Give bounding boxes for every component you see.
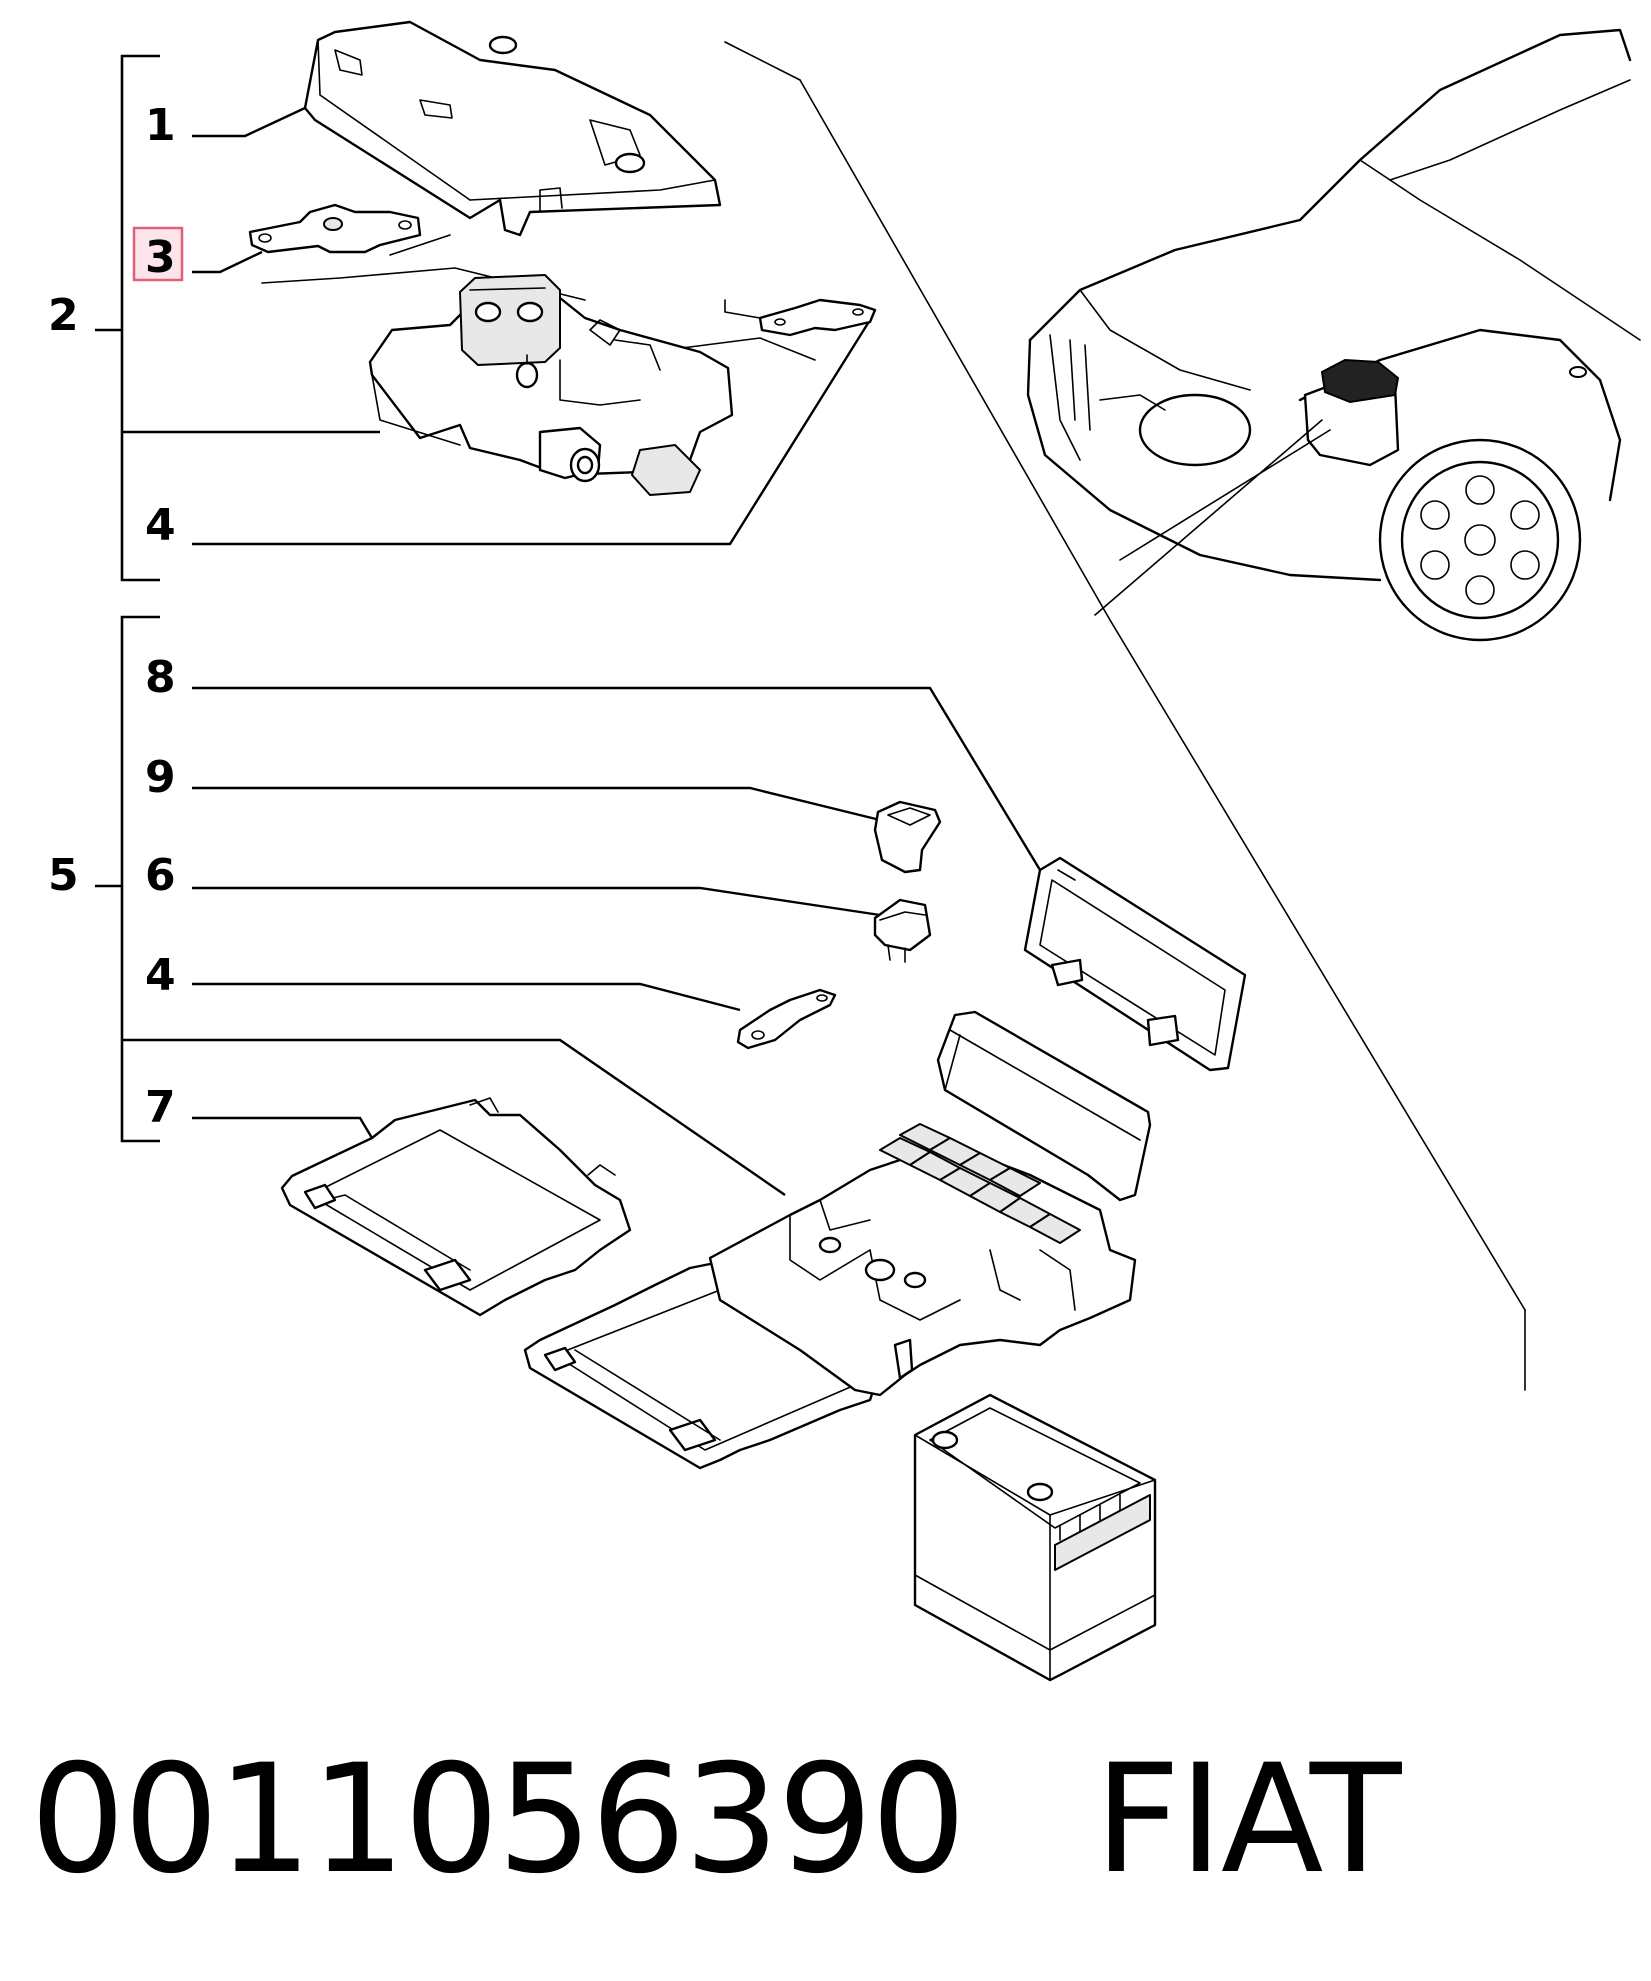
callout-3: 3	[145, 232, 176, 283]
part-8-lid	[1023, 856, 1247, 1072]
part-9-clip	[873, 800, 942, 874]
part-2-fusebox-base	[368, 274, 734, 496]
part-reference: 0011056390 FIAT	[30, 1720, 1401, 1920]
callout-4-top: 4	[145, 500, 176, 551]
callout-3-highlight: 3	[132, 226, 184, 283]
bracket-group-2	[95, 54, 380, 582]
battery	[913, 1393, 1157, 1682]
callout-1: 1	[145, 100, 176, 151]
part-4-link-top	[758, 298, 877, 337]
part-7-tray-left	[280, 1097, 632, 1317]
vehicle-location-illustration	[724, 28, 1641, 1391]
callout-5: 5	[48, 850, 79, 901]
part-5-fusebox-main	[708, 1010, 1152, 1397]
leader-lines	[122, 106, 1042, 1196]
bracket-group-5	[95, 615, 160, 1143]
callout-6: 6	[145, 850, 176, 901]
part-number: 0011056390	[30, 1733, 966, 1907]
part-3-fuse-strip	[248, 203, 422, 254]
brand-name: FIAT	[1094, 1733, 1401, 1907]
part-4-link-bottom	[736, 988, 837, 1050]
callout-8: 8	[145, 652, 176, 703]
part-6-fuse	[873, 898, 932, 963]
callout-2: 2	[48, 290, 79, 341]
callout-4-bottom: 4	[145, 950, 176, 1001]
callout-9: 9	[145, 752, 176, 803]
callout-7: 7	[145, 1082, 176, 1133]
part-1-cover	[303, 20, 722, 237]
fuse-rows	[879, 1123, 1081, 1244]
